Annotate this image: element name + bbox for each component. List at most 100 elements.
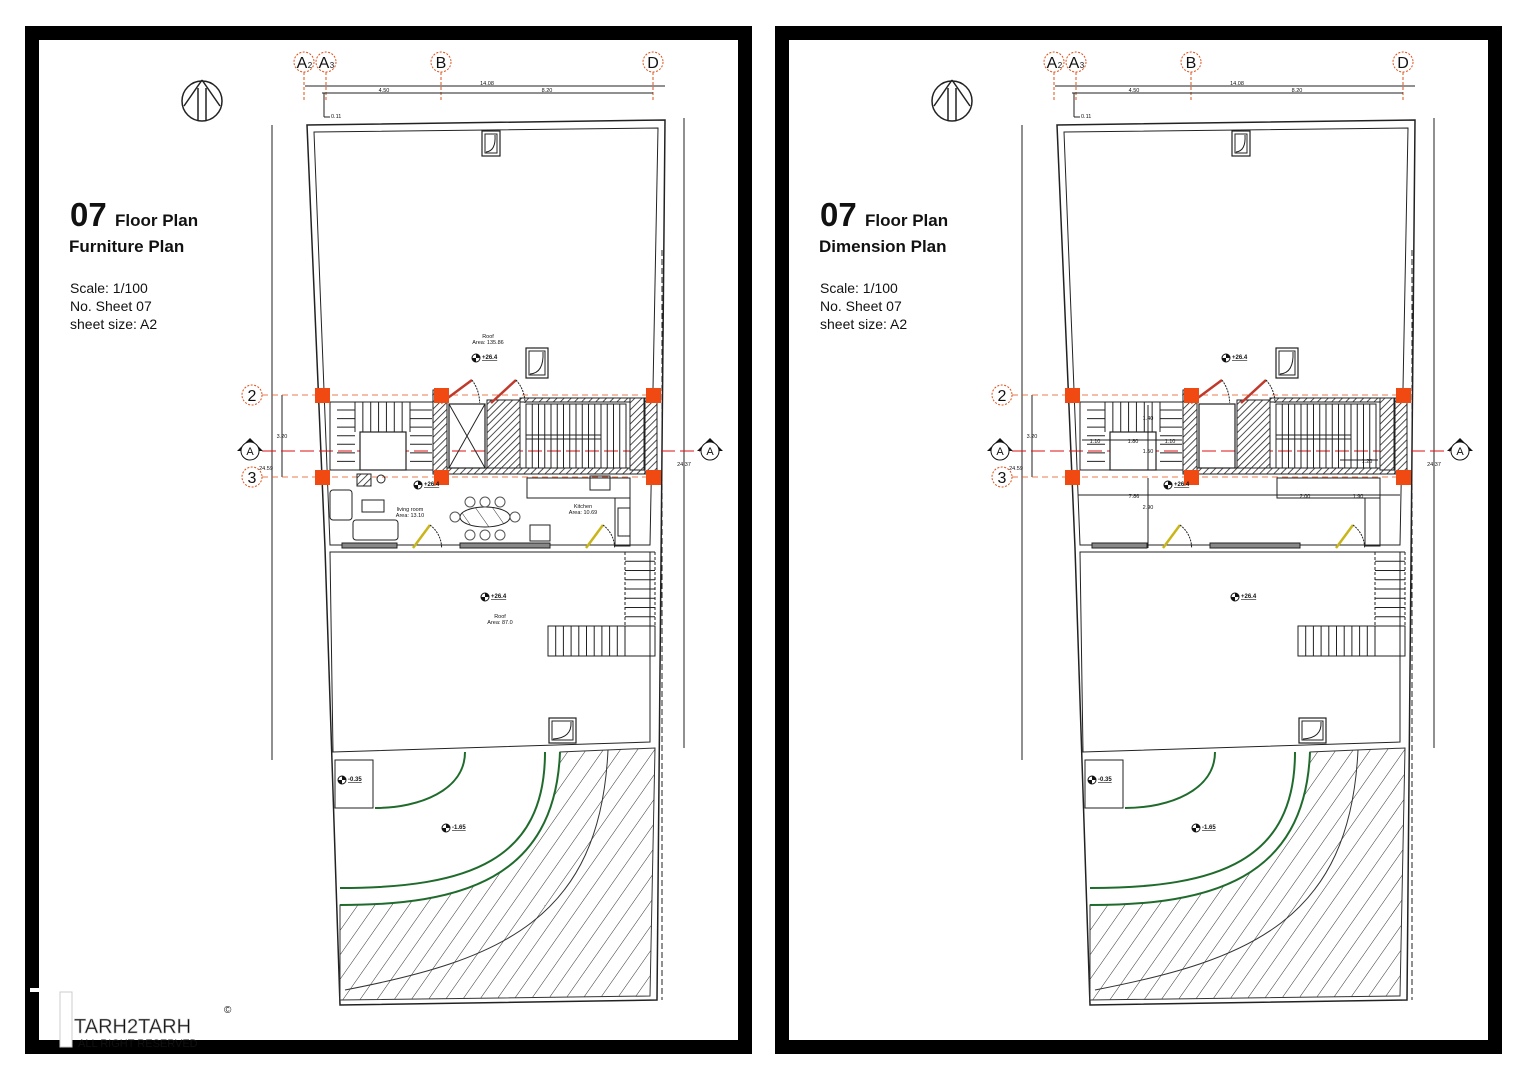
dining-chair (449, 511, 461, 523)
section-label: A (706, 446, 714, 458)
sheet-number-label: No. Sheet 07 (820, 298, 902, 314)
sheet-subtitle: Furniture Plan (69, 237, 184, 256)
north-arrow-icon (181, 79, 223, 122)
structural-column (646, 470, 661, 485)
rug (356, 473, 372, 487)
grid-bubble-row-2: 2 (991, 384, 1013, 406)
dimension-text: 24.37 (677, 462, 691, 468)
structural-column (646, 388, 661, 403)
level-marker: +26.4 (1163, 480, 1190, 490)
section-label: A (246, 446, 254, 458)
room-name: living room (397, 507, 424, 513)
logo-column (59, 991, 73, 1048)
grid-bubble-column: D (1392, 51, 1414, 73)
room-name: Roof (482, 334, 494, 340)
dimension-text: 1.90 (1353, 494, 1364, 500)
grid-label: A (297, 55, 308, 72)
structural-column (315, 388, 330, 403)
dining-chair (464, 496, 476, 508)
dimension-text: 14.08 (1230, 81, 1244, 87)
section-label: A (996, 446, 1004, 458)
dimension-text: 0.11 (1081, 114, 1091, 120)
hatched-wall (1236, 399, 1271, 471)
stair-landing-rail (1275, 434, 1352, 440)
shaft-symbol (1231, 130, 1251, 157)
dimension-text: 1.40 (1143, 416, 1154, 422)
level-marker: +26.4 (413, 480, 440, 490)
level-marker: +26.4 (480, 592, 507, 602)
structural-column (315, 470, 330, 485)
structural-column (1396, 388, 1411, 403)
hatched-wall (644, 397, 658, 475)
dimension-text: 14.08 (480, 81, 494, 87)
lower-stair (1297, 551, 1406, 657)
grid-label: D (1397, 55, 1409, 72)
level-value: +26.4 (1174, 482, 1190, 488)
sheet-number: 07 (820, 196, 857, 233)
shaft-symbol (481, 130, 501, 157)
grid-label: D (647, 55, 659, 72)
door-leaf (584, 524, 605, 549)
garden-edge (1089, 751, 1311, 906)
sheet-title: Floor Plan (115, 211, 198, 230)
level-value: +26.4 (424, 482, 440, 488)
ramp-centerline (344, 749, 609, 991)
watermark-rights: ALL RIGHT RESERVED (78, 1038, 198, 1050)
structural-column (1184, 470, 1199, 485)
grid-label: A (1047, 55, 1058, 72)
shaft-box (1231, 130, 1251, 157)
dining-chair (494, 529, 506, 541)
door-leaf (1161, 524, 1182, 549)
shaft-inner (484, 133, 498, 154)
section-mark-right: A (1447, 438, 1473, 461)
dimension-text: 0.11 (331, 114, 341, 120)
hatched-wall (519, 397, 633, 403)
hatched-wall (1379, 397, 1395, 471)
section-mark-right: A (697, 438, 723, 461)
structural-column (1065, 470, 1080, 485)
level-value: +26.4 (1241, 594, 1257, 600)
hatched-wall (486, 399, 521, 471)
window (459, 542, 551, 549)
level-value: +26.4 (482, 355, 498, 361)
section-circle (990, 441, 1010, 461)
level-value: +26.4 (1232, 355, 1248, 361)
dimension-text: 2.00 (1300, 494, 1311, 500)
sheet-size-label: sheet size: A2 (820, 316, 907, 332)
hatched-wall (446, 467, 651, 475)
shaft-box (548, 717, 577, 744)
garden-edge (339, 751, 546, 889)
shaft-box (481, 130, 501, 157)
armchair (329, 489, 353, 521)
furniture (329, 473, 631, 542)
room-name: Kitchen (574, 504, 592, 510)
level-value: -0.35 (348, 777, 362, 783)
building-core (329, 378, 658, 475)
section-circle (1450, 441, 1470, 461)
hatched-wall (1394, 397, 1408, 475)
dimension-text: 24.37 (1427, 462, 1441, 468)
kitchen-appliance (529, 524, 551, 542)
section-mark-left: A (987, 438, 1013, 461)
scale-label: Scale: 1/100 (820, 280, 898, 296)
dimension-text: 1.50 (1143, 449, 1154, 455)
hatched-wall (629, 397, 645, 471)
garden-edge (339, 751, 561, 906)
level-marker: +26.4 (471, 353, 498, 363)
room-area: Area: 87.0 (487, 620, 512, 626)
sofa (352, 519, 399, 541)
dining-chair (509, 511, 521, 523)
dimension-text: 24.59 (1009, 466, 1023, 472)
utility-box (334, 759, 374, 809)
grid-label: B (1186, 55, 1197, 72)
dimension-text: 4.50 (1129, 88, 1140, 94)
dining-table (459, 506, 511, 528)
grid-label: 2 (998, 388, 1007, 405)
sheet-size-label: sheet size: A2 (70, 316, 157, 332)
logo-capital (30, 988, 100, 992)
